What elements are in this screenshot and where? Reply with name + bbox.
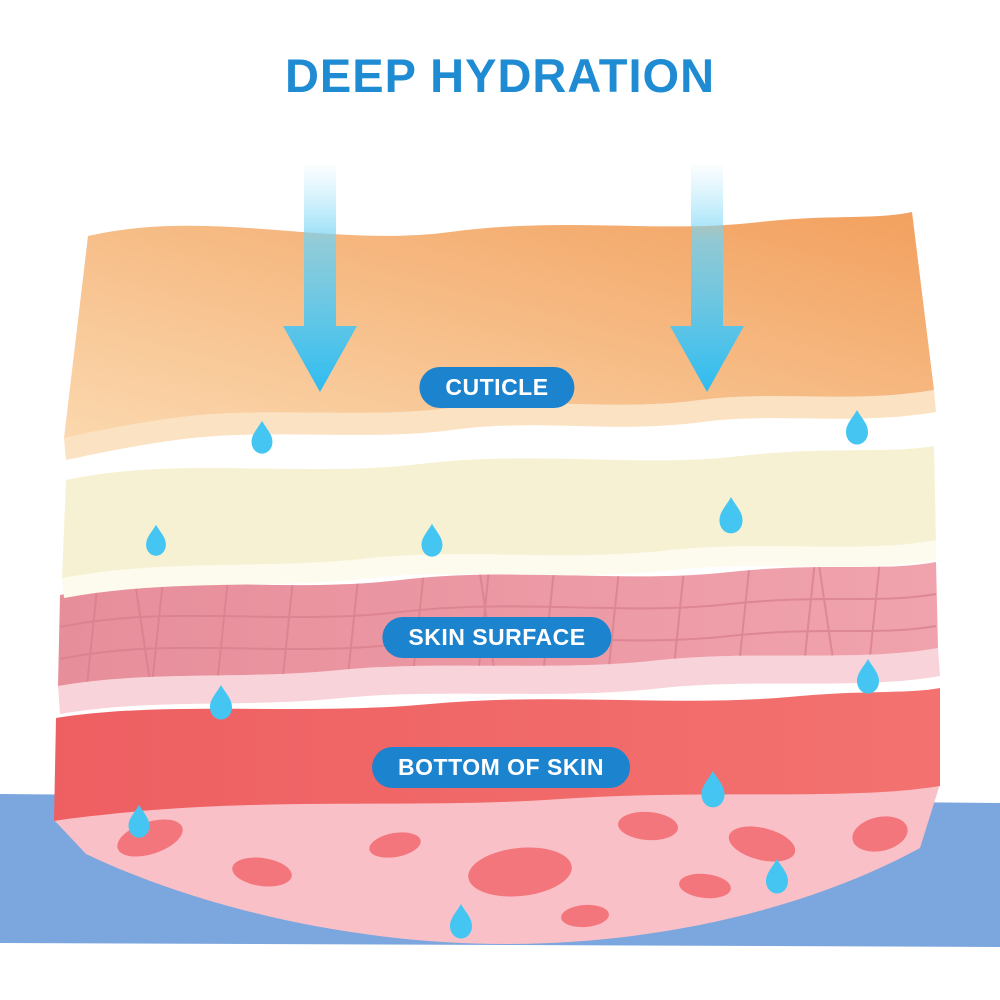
cream-underside [62, 540, 936, 598]
label-pill-bottom-of-skin: BOTTOM OF SKIN [372, 747, 630, 788]
skin-surface-underside [58, 648, 940, 714]
label-pill-cuticle: CUTICLE [419, 367, 575, 408]
label-pill-skin-surface: SKIN SURFACE [382, 617, 612, 658]
page-title: DEEP HYDRATION [284, 49, 716, 102]
cuticle-underside [64, 390, 936, 460]
skin-layer-cream [62, 446, 936, 578]
